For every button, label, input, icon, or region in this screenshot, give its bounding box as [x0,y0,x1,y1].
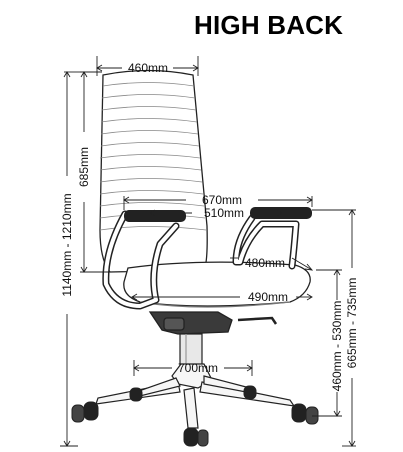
caster-front [183,427,209,447]
seat-depth-label: 480mm [245,256,285,270]
chair-casters [71,385,319,447]
arm-inner-width-label: 510mm [204,206,244,220]
seat-height-label: 460mm - 530mm [330,301,344,392]
dimension-labels: 460mm 685mm 1140mm - 1210mm 670mm 510mm … [60,61,359,391]
seat-width-label: 490mm [248,290,288,304]
dimension-lines [60,56,356,447]
back-width-label: 460mm [128,61,168,75]
caster-back-left [129,387,143,402]
arm-height-label: 665mm - 735mm [345,278,359,369]
caster-left [71,401,99,423]
base-diameter-label: 700mm [178,361,218,375]
chair-mechanism [148,311,278,335]
caster-right [291,403,319,425]
overall-height-label: 1140mm - 1210mm [60,193,74,296]
caster-back-right [243,385,257,400]
arm-outer-width-label: 670mm [202,193,242,207]
back-height-label: 685mm [77,147,91,187]
page-title: HIGH BACK [194,10,344,40]
